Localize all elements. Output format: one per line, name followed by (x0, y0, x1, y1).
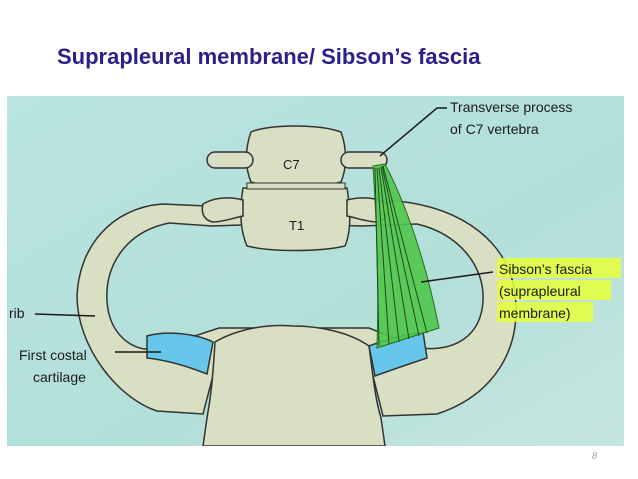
c7-label: C7 (283, 157, 300, 172)
slide-number: 8 (592, 451, 597, 462)
c7-transverse-left (206, 151, 254, 169)
transverse-process-label: Transverse process (450, 99, 572, 115)
transverse-process-label-2: of C7 vertebra (450, 121, 539, 137)
slide-title: Suprapleural membrane/ Sibson’s fascia (57, 44, 481, 69)
first-costal-cartilage-label: First costal (19, 347, 87, 363)
first-costal-cartilage-label-2: cartilage (33, 369, 86, 385)
sibsons-fascia-label-3: membrane) (499, 305, 571, 321)
intervertebral-disc (246, 182, 346, 190)
label-highlight (497, 258, 621, 322)
c7-transverse-right (340, 151, 388, 169)
rib-label: rib (9, 305, 25, 321)
fascia-fibres (374, 165, 428, 347)
leader-lines (34, 107, 494, 353)
sibsons-fascia-label: Sibson’s fascia (499, 261, 592, 277)
left-costal-cartilage (146, 332, 214, 376)
t1-label: T1 (289, 218, 304, 233)
manubrium (202, 324, 386, 446)
c7-vertebra (245, 125, 347, 188)
t1-transverse-left (201, 197, 244, 223)
diagram-photo: C7 T1 Transverse process of C7 vertebra … (7, 96, 624, 446)
sibsons-fascia-label-2: (suprapleural (499, 283, 581, 299)
